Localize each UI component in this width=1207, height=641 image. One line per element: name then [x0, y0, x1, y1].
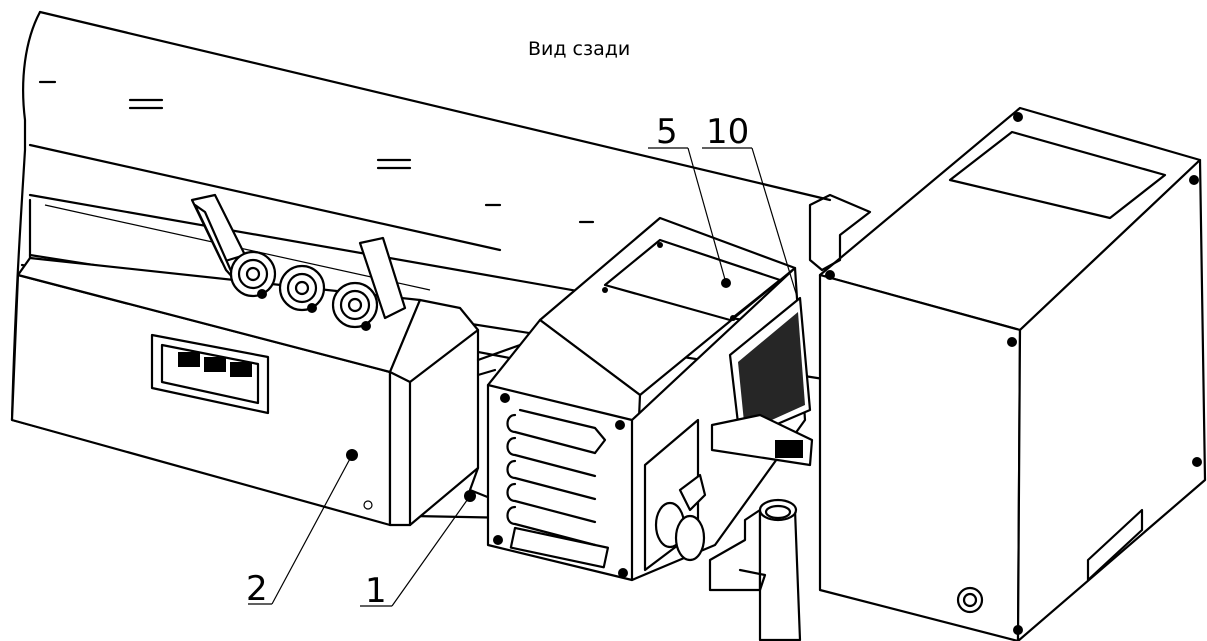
connector-3: [331, 281, 379, 331]
callout-1: 1: [365, 571, 387, 611]
view-title: Вид сзади: [528, 38, 630, 60]
pipe-clamp: [708, 498, 802, 641]
connector-2: [278, 264, 326, 313]
callout-10: 10: [706, 112, 749, 152]
part-5-top-plate: [603, 238, 782, 322]
switch-3: [230, 362, 252, 377]
right-enclosure: [808, 106, 1207, 641]
switch-2: [204, 357, 226, 372]
callout-5: 5: [656, 112, 678, 152]
part-10-grille: [710, 296, 814, 467]
callout-leaders: [248, 147, 799, 607]
callout-2: 2: [246, 569, 268, 609]
connector-1: [229, 250, 277, 299]
switch-1: [178, 352, 200, 367]
part-2-panel-box: [10, 193, 480, 527]
